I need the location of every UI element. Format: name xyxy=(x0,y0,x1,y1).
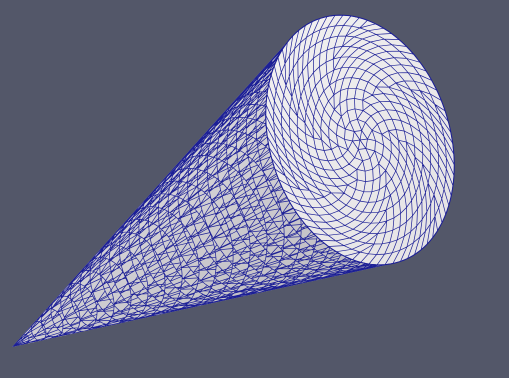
cap-mesh-edges xyxy=(265,15,455,265)
cap-outline xyxy=(265,14,455,266)
cone-base-cap xyxy=(265,14,455,266)
